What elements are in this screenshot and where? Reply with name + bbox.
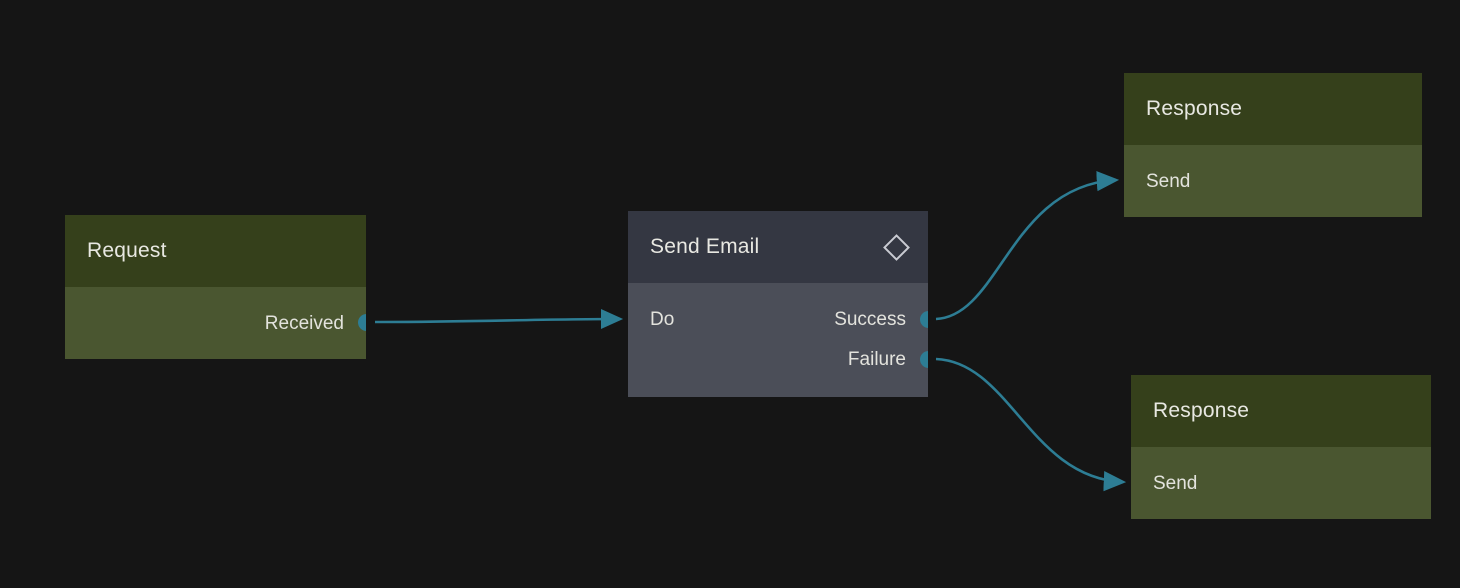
edge-received-to-do bbox=[374, 308, 624, 330]
port-response-failure-send-label: Send bbox=[1153, 473, 1198, 494]
node-send-email-body: Do Success Failure bbox=[628, 283, 928, 397]
node-send-email[interactable]: Send Email Do Success Failure bbox=[628, 211, 928, 397]
node-response-success[interactable]: Response Send bbox=[1124, 73, 1422, 217]
node-request-header[interactable]: Request bbox=[65, 215, 366, 287]
node-send-email-title: Send Email bbox=[650, 235, 760, 258]
node-response-failure-body: Send bbox=[1131, 447, 1431, 519]
port-response-success-send-label: Send bbox=[1146, 171, 1191, 192]
port-send-email-do-label: Do bbox=[650, 309, 675, 330]
port-request-received[interactable]: Received bbox=[265, 313, 344, 335]
port-dot-request-received[interactable] bbox=[358, 314, 366, 331]
port-response-success-send[interactable]: Send bbox=[1146, 171, 1190, 193]
port-send-email-do[interactable]: Do bbox=[650, 309, 674, 331]
port-send-email-failure-label: Failure bbox=[847, 349, 906, 370]
node-response-failure-header[interactable]: Response bbox=[1131, 375, 1431, 447]
port-dot-send-email-failure[interactable] bbox=[920, 351, 928, 368]
port-send-email-success[interactable]: Success bbox=[834, 309, 906, 331]
node-response-failure-title: Response bbox=[1153, 399, 1250, 422]
port-send-email-failure[interactable]: Failure bbox=[848, 349, 906, 371]
port-dot-send-email-success[interactable] bbox=[920, 311, 928, 328]
node-send-email-header[interactable]: Send Email bbox=[628, 211, 928, 283]
node-response-success-header[interactable]: Response bbox=[1124, 73, 1422, 145]
port-request-received-label: Received bbox=[264, 313, 344, 334]
node-response-success-body: Send bbox=[1124, 145, 1422, 217]
port-send-email-success-label: Success bbox=[834, 309, 906, 330]
node-request[interactable]: Request Received bbox=[65, 215, 366, 359]
node-request-title: Request bbox=[87, 239, 167, 262]
port-response-failure-send[interactable]: Send bbox=[1153, 473, 1197, 495]
diamond-icon bbox=[883, 233, 910, 261]
node-request-body: Received bbox=[65, 287, 366, 359]
edge-failure-to-send bbox=[935, 357, 1127, 492]
edge-success-to-send bbox=[935, 170, 1120, 321]
node-response-success-title: Response bbox=[1146, 97, 1243, 120]
node-response-failure[interactable]: Response Send bbox=[1131, 375, 1431, 519]
